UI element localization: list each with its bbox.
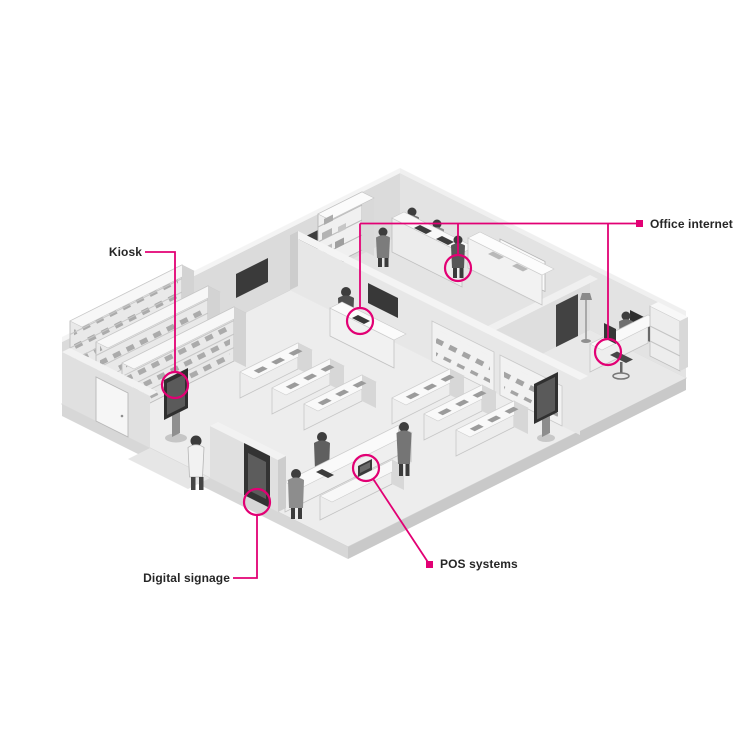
partition-screen bbox=[368, 283, 398, 318]
callout-label-pos-systems: POS systems bbox=[440, 557, 518, 571]
office-chair bbox=[610, 351, 633, 380]
display-table bbox=[391, 368, 465, 425]
display-table bbox=[455, 400, 529, 457]
callout-ring-office-internet-1 bbox=[345, 306, 375, 336]
callout-digital-signage bbox=[233, 487, 272, 579]
callout-label-kiosk: Kiosk bbox=[108, 245, 142, 259]
sales-floor bbox=[62, 264, 558, 521]
pos-terminal bbox=[358, 459, 372, 477]
person bbox=[396, 422, 412, 476]
display-table bbox=[239, 342, 313, 399]
router-device bbox=[352, 315, 370, 324]
callout-ring-kiosk bbox=[160, 370, 190, 400]
person bbox=[288, 469, 304, 519]
callout-ring-office-internet-2 bbox=[443, 253, 473, 283]
person bbox=[187, 435, 205, 490]
laptop bbox=[414, 225, 432, 234]
product-wall-display bbox=[431, 320, 495, 393]
callout-ring-office-internet-3 bbox=[593, 337, 623, 367]
entrance-door bbox=[95, 376, 129, 438]
display-table bbox=[271, 358, 345, 415]
office-door bbox=[556, 294, 578, 347]
callout-kiosk bbox=[145, 251, 190, 400]
callout-ring-digital-signage bbox=[242, 487, 272, 517]
display-table bbox=[423, 384, 497, 441]
office-counter bbox=[467, 231, 555, 306]
wall-tv bbox=[236, 258, 268, 298]
digital-totem-screen bbox=[534, 372, 558, 442]
callout-overlay bbox=[145, 220, 643, 579]
floor-lamp bbox=[580, 293, 592, 343]
callout-label-office-internet: Office internet bbox=[650, 217, 733, 231]
person bbox=[376, 227, 390, 267]
reception bbox=[329, 287, 407, 369]
laptop bbox=[436, 236, 454, 245]
front-wall-left bbox=[62, 348, 158, 448]
callout-office-internet bbox=[345, 220, 643, 367]
callout-dot-office-internet bbox=[636, 220, 643, 227]
display-table bbox=[303, 374, 377, 431]
cash-register bbox=[316, 469, 334, 478]
cabinet bbox=[649, 302, 688, 372]
callout-ring-pos-systems bbox=[351, 453, 381, 483]
entrance-mat bbox=[128, 448, 210, 489]
right-office bbox=[580, 293, 688, 380]
callout-label-digital-signage: Digital signage bbox=[143, 571, 230, 585]
callout-pos-systems bbox=[351, 453, 433, 568]
kiosk bbox=[164, 368, 188, 443]
